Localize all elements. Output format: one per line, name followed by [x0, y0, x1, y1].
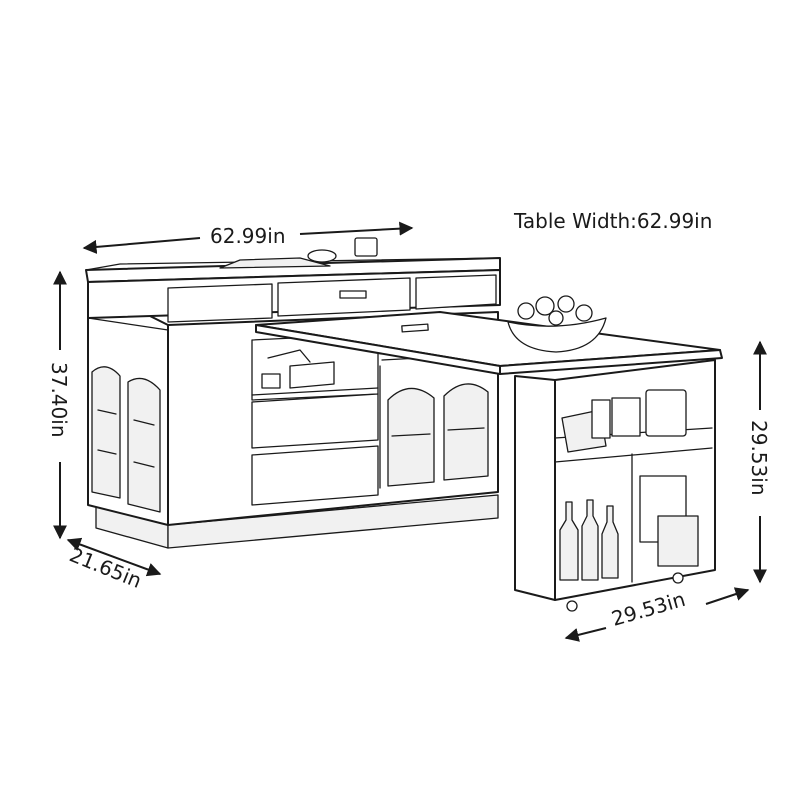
appliance-box — [611, 397, 641, 437]
fruit-bowl-body — [507, 317, 607, 353]
side-glass-door-left — [91, 366, 121, 499]
mug-on-counter — [354, 237, 378, 257]
rotating-table — [255, 295, 723, 612]
drawer-right — [415, 274, 497, 310]
height-main-label: 37.40in — [47, 362, 71, 438]
caster-wheel-2 — [672, 572, 684, 584]
cereal-box — [591, 399, 611, 439]
front-drawer-upper — [251, 393, 379, 449]
front-glass-door-left — [387, 387, 435, 487]
table-width-note: Table Width:62.99in — [513, 209, 712, 233]
top-width-arrow-right — [299, 221, 414, 236]
caster-wheel-1 — [566, 600, 578, 612]
fruit-bowl — [507, 295, 607, 353]
fruit-orange — [535, 296, 555, 316]
fruit-apple — [517, 302, 535, 320]
dimension-lines — [53, 221, 767, 642]
shelf-box — [289, 361, 335, 389]
bottles — [559, 499, 619, 581]
front-drawer-lower — [251, 445, 379, 506]
tray-on-counter — [219, 257, 331, 269]
width-table-label: 29.53in — [609, 587, 688, 631]
bowl-on-counter — [307, 249, 337, 263]
side-glass-door-right — [127, 377, 161, 513]
bottle-3 — [601, 505, 619, 579]
depth-main-label: 21.65in — [66, 542, 145, 593]
drawer-side-divider — [87, 317, 169, 331]
height-table-label: 29.53in — [747, 420, 771, 496]
top-width-arrow-left — [82, 237, 201, 254]
table-slot — [401, 323, 429, 333]
drawer-left — [167, 283, 273, 323]
fruit-pear — [557, 295, 575, 313]
bottle-1 — [559, 501, 579, 581]
side-door-shelves — [97, 409, 155, 468]
width-table-arrow-left — [564, 627, 607, 642]
front-door-shelves — [391, 427, 485, 437]
canister — [645, 389, 687, 437]
depth-main-arrow — [66, 537, 162, 577]
storage-basket — [657, 515, 699, 567]
fruit-lemon — [548, 310, 564, 326]
countertop-back-edge — [85, 257, 501, 271]
kitchen-island-cabinet — [85, 237, 501, 549]
shelf-item — [267, 349, 311, 363]
open-shelf-board — [251, 387, 379, 396]
cabinet-plinth-front — [167, 494, 499, 549]
width-table-arrow-right — [705, 587, 750, 605]
table-base-side — [514, 375, 556, 601]
bottle-2 — [581, 499, 599, 581]
table-top-edge-side — [255, 324, 501, 375]
top-width-label: 62.99in — [210, 224, 286, 248]
drawer-handle — [339, 290, 367, 299]
shelf-jar — [261, 373, 281, 389]
front-glass-door-right — [443, 383, 489, 481]
fruit-plum — [575, 304, 593, 322]
